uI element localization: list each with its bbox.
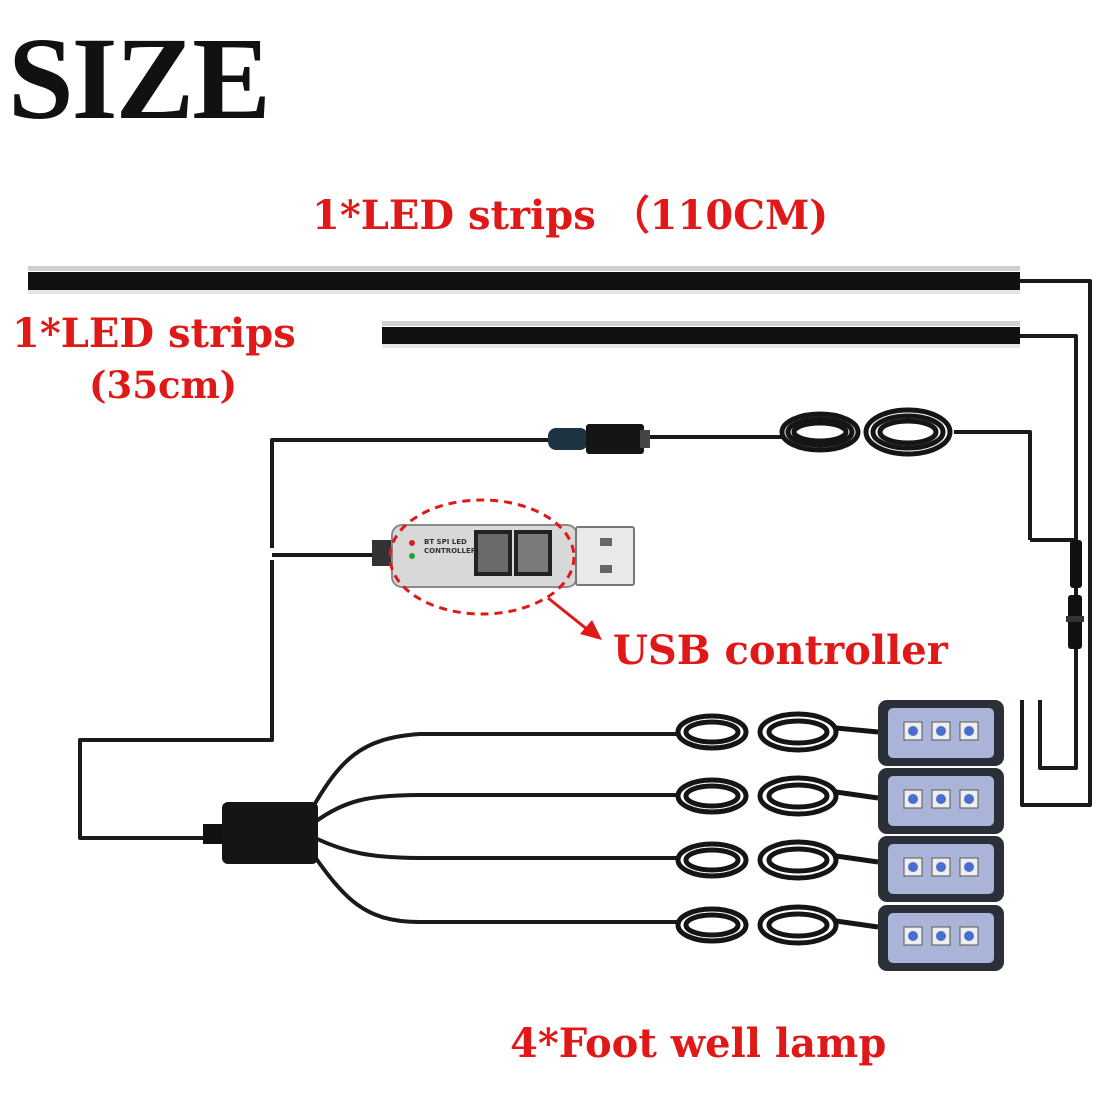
controller-print-line1: BT SPI LED [424, 538, 467, 546]
splitter-hub [203, 802, 318, 864]
wires [78, 279, 1092, 924]
label-short-strip-length: (35cm) [89, 363, 238, 407]
lamp-coil-4 [675, 904, 879, 946]
usb-controller-device [372, 524, 635, 588]
controller-highlight [388, 498, 576, 616]
controller-arrow [547, 596, 602, 640]
foot-well-lamp-1 [878, 700, 1004, 766]
page-title: SIZE [8, 13, 271, 144]
foot-well-lamp-4 [878, 905, 1004, 971]
led-strip-short [382, 321, 1020, 348]
usb-plug [548, 424, 650, 454]
label-short-strip: 1*LED strips [12, 310, 296, 357]
foot-well-lamp-2 [878, 768, 1004, 834]
led-strip-long [28, 266, 1020, 294]
lamp-coil-2 [675, 775, 879, 817]
label-foot-well-lamp: 4*Foot well lamp [510, 1020, 887, 1067]
foot-well-lamps [878, 700, 1004, 971]
foot-well-lamp-3 [878, 836, 1004, 902]
label-long-strip: 1*LED strips （110CM) [312, 192, 829, 239]
lamp-coil-3 [675, 839, 879, 881]
strip-inline-connectors [1066, 540, 1084, 649]
lamp-coil-1 [675, 711, 879, 753]
lamp-coils [675, 711, 879, 946]
controller-print-line2: CONTROLLER [424, 547, 477, 555]
coiled-cable-top [779, 407, 953, 457]
label-usb-controller: USB controller [613, 627, 948, 674]
